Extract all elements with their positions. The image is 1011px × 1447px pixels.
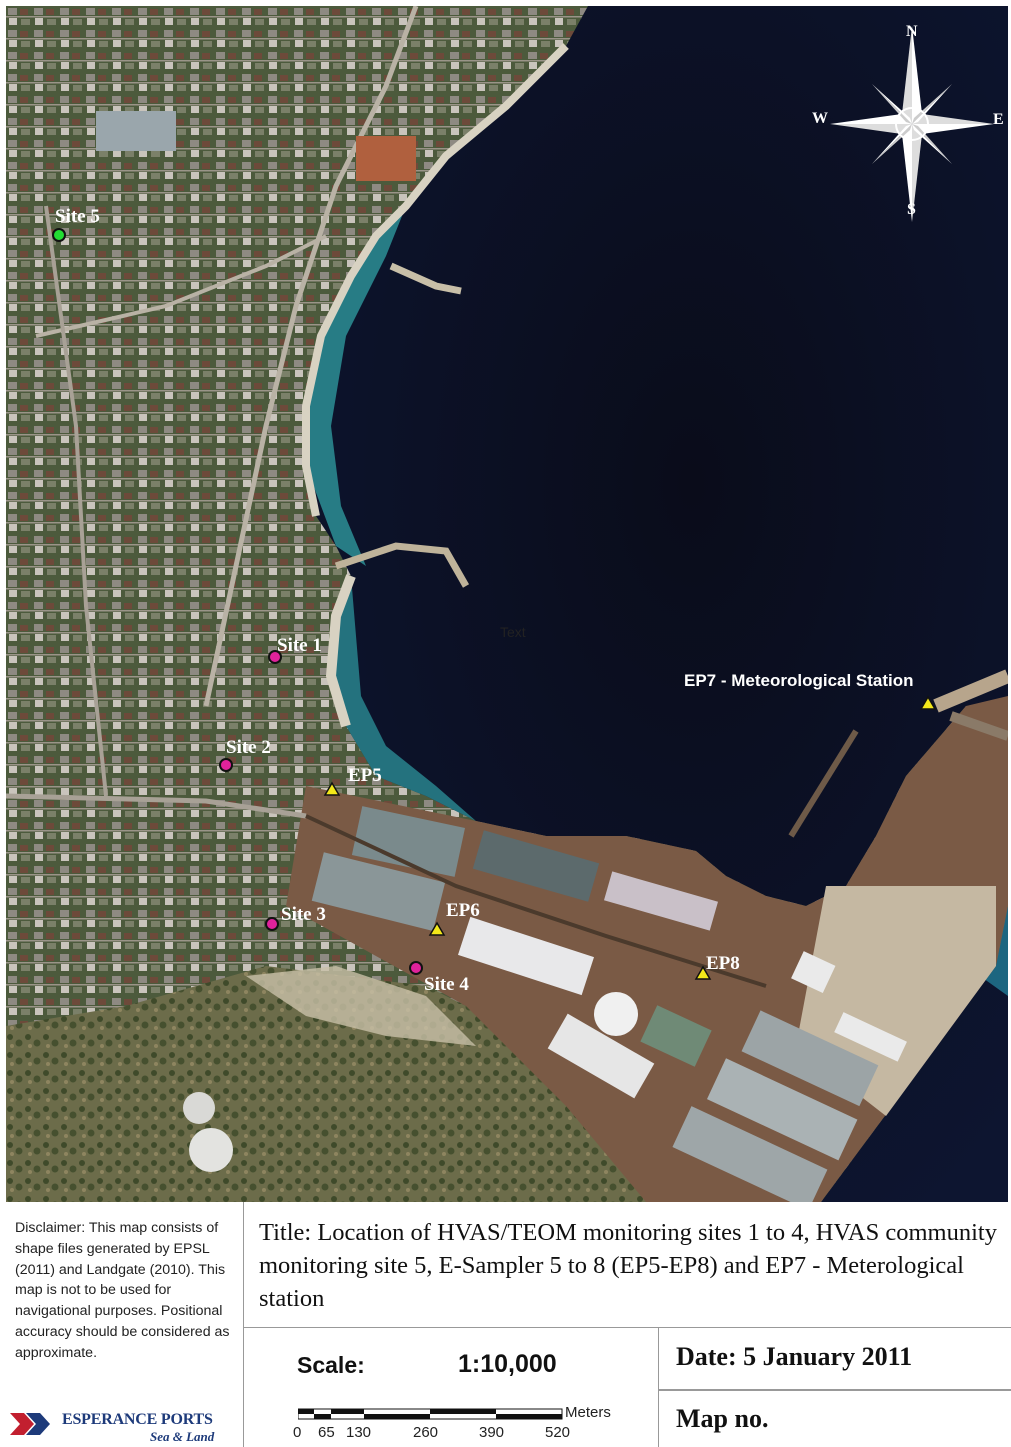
road <box>44 205 108 797</box>
water-tank <box>183 1092 215 1124</box>
esperance-ports-logo: ESPERANCE PORTS Sea & Land <box>10 1409 240 1445</box>
water-tank <box>189 1128 233 1172</box>
storage-shed <box>791 951 836 994</box>
scale-tick: 0 <box>293 1424 302 1441</box>
map-date: Date: 5 January 2011 <box>676 1342 913 1371</box>
ep5-marker[interactable] <box>323 781 341 796</box>
breakwater <box>933 669 1008 713</box>
storage-shed <box>834 1012 907 1062</box>
road <box>35 234 327 338</box>
wharf-pier <box>788 729 859 838</box>
storage-shed <box>311 852 446 931</box>
storage-shed <box>351 806 465 877</box>
scale-tick: 390 <box>479 1424 505 1441</box>
ship <box>603 871 719 931</box>
scale-tick: 260 <box>413 1424 439 1441</box>
scale-tick: 130 <box>346 1424 372 1441</box>
site-1-label: Site 1 <box>277 635 322 656</box>
chevron-logo-icon <box>10 1413 50 1435</box>
building <box>356 136 416 181</box>
site-2-marker[interactable] <box>219 758 233 772</box>
road <box>203 6 419 707</box>
rail-line <box>305 814 767 988</box>
map-footer: Disclaimer: This map consists of shape f… <box>0 1202 1011 1447</box>
site-4-label: Site 4 <box>424 974 469 995</box>
map-number: Map no. <box>676 1404 769 1433</box>
scale-label: Scale: <box>297 1352 365 1378</box>
storage-shed <box>472 830 600 902</box>
storage-shed <box>640 1005 712 1067</box>
breakwater <box>949 711 1008 741</box>
logo-tagline: Sea & Land <box>150 1429 215 1444</box>
ep7-label: EP7 - Meteorological Station <box>684 671 914 690</box>
ep5-label: EP5 <box>348 765 382 786</box>
scale-bar <box>298 1408 563 1420</box>
site-3-label: Site 3 <box>281 904 326 925</box>
scale-value: 1:10,000 <box>458 1350 557 1378</box>
road <box>6 793 307 819</box>
disclaimer-text: Disclaimer: This map consists of shape f… <box>15 1220 230 1361</box>
compass-n: N <box>906 23 918 40</box>
sand-dune <box>246 966 476 1046</box>
ep7-marker[interactable] <box>919 695 937 710</box>
shallow-water <box>306 206 406 566</box>
ep8-label: EP8 <box>706 953 740 974</box>
compass-s: S <box>907 201 916 218</box>
site-3-marker[interactable] <box>265 917 279 931</box>
site-4-marker[interactable] <box>409 961 423 975</box>
stray-text-label: Text <box>500 624 526 640</box>
site-5-marker[interactable] <box>52 228 66 242</box>
silo-group <box>458 916 594 996</box>
aerial-map: N S W E Site 5 Site 1 Site 2 Site 3 Site… <box>6 6 1008 1202</box>
boat-harbour-wall <box>334 542 470 588</box>
compass-w: W <box>812 110 828 127</box>
divider <box>658 1389 1011 1391</box>
scale-tick: 65 <box>318 1424 335 1441</box>
ep6-label: EP6 <box>446 900 480 921</box>
storage-shed <box>706 1058 858 1161</box>
beach <box>302 43 569 517</box>
divider <box>243 1202 244 1447</box>
divider <box>243 1327 1011 1328</box>
logo-name: ESPERANCE PORTS <box>62 1411 213 1428</box>
beach <box>325 574 356 728</box>
ep6-marker[interactable] <box>428 921 446 936</box>
site-2-label: Site 2 <box>226 737 271 758</box>
map-canvas: N S W E Site 5 Site 1 Site 2 Site 3 Site… <box>6 6 1008 1202</box>
scale-bar-unit: Meters <box>565 1404 611 1421</box>
shopping-centre <box>96 111 176 151</box>
shallow-water <box>331 576 476 821</box>
compass-rose <box>830 26 994 222</box>
scrubland <box>6 966 686 1202</box>
site-5-label: Site 5 <box>55 206 100 227</box>
divider <box>658 1327 659 1447</box>
map-title: Title: Location of HVAS/TEOM monitoring … <box>259 1219 997 1312</box>
scale-tick: 520 <box>545 1424 571 1441</box>
groyne <box>389 262 462 295</box>
site-1-marker[interactable] <box>268 650 282 664</box>
ep8-marker[interactable] <box>694 965 712 980</box>
storage-dome <box>594 992 638 1036</box>
storage-shed <box>547 1013 655 1099</box>
sea <box>306 6 1008 1202</box>
storage-shed <box>741 1010 879 1107</box>
compass-e: E <box>993 111 1004 128</box>
storage-shed <box>672 1106 828 1202</box>
